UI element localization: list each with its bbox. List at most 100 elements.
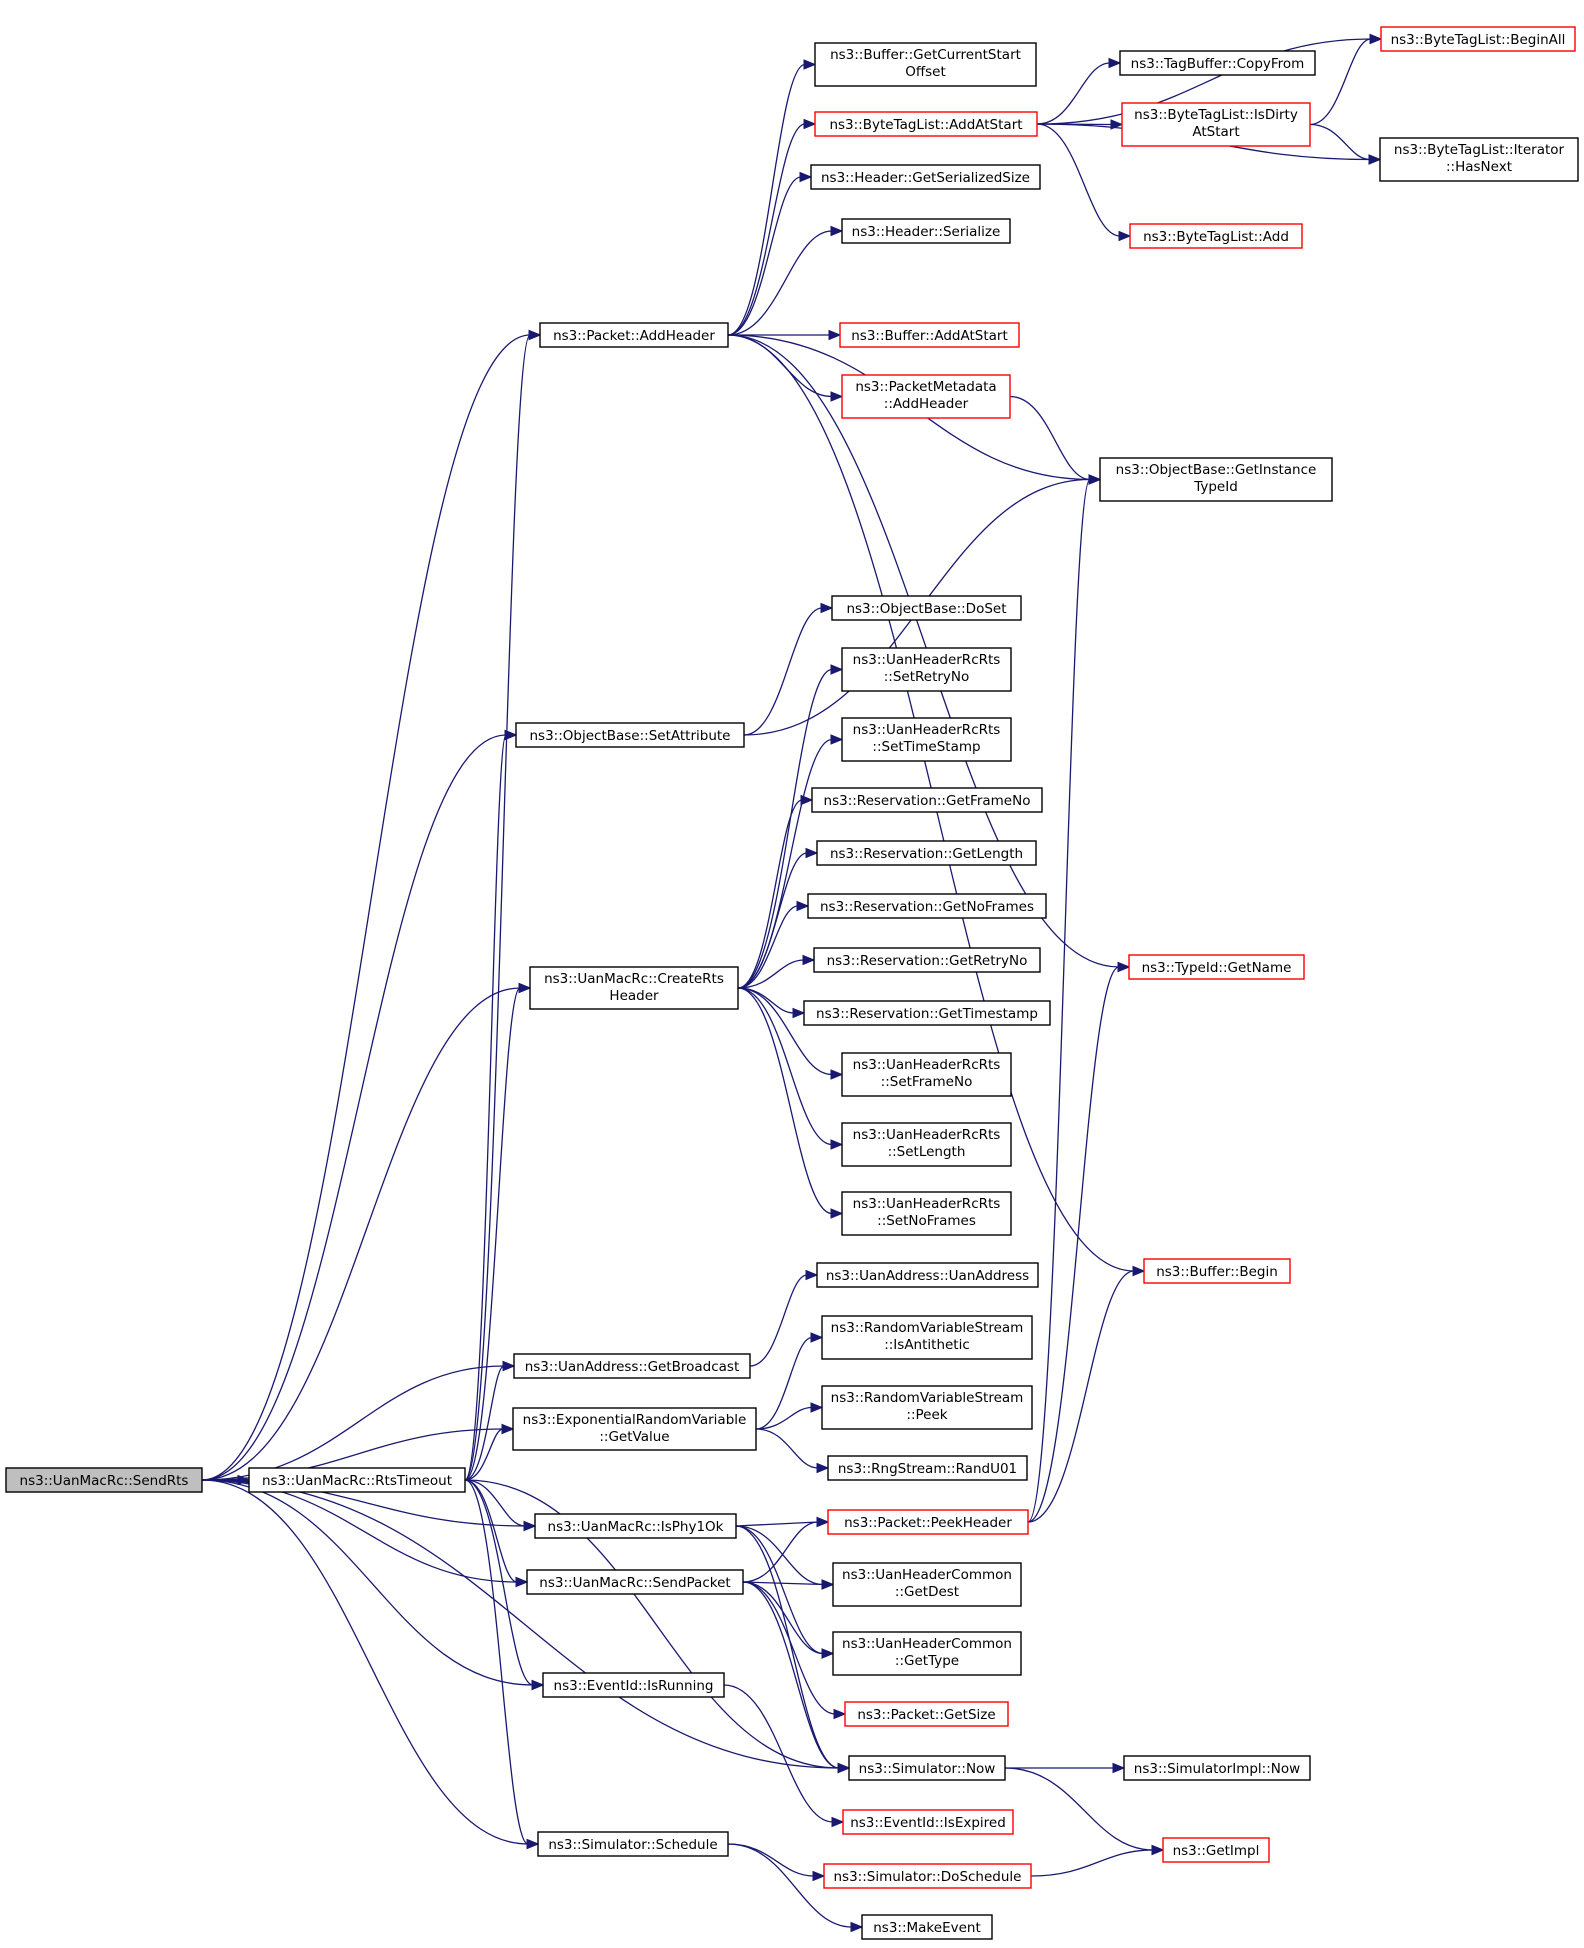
edge-isphy-to-simnow [735,1525,851,1774]
node-layer: ns3::UanMacRc::SendRts ns3::UanMacRc::Rts… [5,26,1579,1940]
node-box [1121,102,1311,147]
edge-addheader-to-hser [727,225,844,336]
node-bufadd[interactable]: ns3::Buffer::AddAtStart [839,322,1020,348]
node-label: ns3::Simulator::Schedule [548,1837,717,1853]
node-dosetx[interactable]: ns3::ObjectBase::DoSet [831,595,1022,621]
edge-sendpkt-to-gettype [742,1581,835,1659]
node-isphy[interactable]: ns3::UanMacRc::IsPhy1Ok [534,1513,737,1539]
node-simnow[interactable]: ns3::Simulator::Now [848,1755,1006,1781]
edge-rtstimeout-to-isphy [464,1479,537,1532]
node-label: ::SetRetryNo [884,669,970,685]
node-label: ns3::Buffer::AddAtStart [851,328,1008,344]
node-label: ns3::UanMacRc::SendRts [20,1473,189,1489]
edge-rtstimeout-to-creatrts [464,982,532,1481]
node-getlen[interactable]: ns3::Reservation::GetLength [816,840,1037,866]
node-label: ns3::UanHeaderRcRts [853,722,1001,738]
node-box [529,966,739,1010]
node-mkevent[interactable]: ns3::MakeEvent [861,1914,993,1940]
node-hser[interactable]: ns3::Header::Serialize [841,218,1011,244]
node-hgss[interactable]: ns3::Header::GetSerializedSize [810,164,1041,190]
node-label: ::SetTimeStamp [872,739,980,755]
node-getdest[interactable]: ns3::UanHeaderCommon::GetDest [832,1562,1022,1607]
node-gettsr[interactable]: ns3::Reservation::GetTimestamp [803,1000,1051,1026]
node-rtstimeout[interactable]: ns3::UanMacRc::RtsTimeout [248,1467,466,1493]
node-label: ::SetFrameNo [881,1074,973,1090]
edge-btladdat-to-tbcopy [1036,57,1122,125]
edge-pmadd-to-gitid [1009,395,1102,485]
node-getfn[interactable]: ns3::Reservation::GetFrameNo [811,787,1043,813]
edge-creatrts-to-getlen [737,847,819,989]
node-label: ns3::ByteTagList::IsDirty [1134,107,1298,123]
node-box [832,1562,1022,1607]
node-box [810,164,1041,190]
node-getsize[interactable]: ns3::Packet::GetSize [844,1701,1009,1727]
node-label: ::AddHeader [884,396,969,412]
node-sendrts[interactable]: ns3::UanMacRc::SendRts [5,1467,203,1493]
node-setfn[interactable]: ns3::UanHeaderRcRts::SetFrameNo [841,1052,1012,1097]
node-label: ns3::UanMacRc::RtsTimeout [262,1473,452,1489]
node-bufbegin[interactable]: ns3::Buffer::Begin [1143,1258,1291,1284]
node-setts[interactable]: ns3::UanHeaderRcRts::SetTimeStamp [841,717,1012,762]
node-setnf[interactable]: ns3::UanHeaderRcRts::SetNoFrames [841,1191,1012,1236]
node-label: ns3::ByteTagList::Iterator [1394,142,1565,158]
node-gettype[interactable]: ns3::UanHeaderCommon::GetType [832,1631,1022,1676]
node-schedule[interactable]: ns3::Simulator::Schedule [537,1831,729,1857]
node-btladd[interactable]: ns3::ByteTagList::Add [1129,223,1303,249]
node-peekhdr[interactable]: ns3::Packet::PeekHeader [827,1509,1029,1535]
node-uanaddr[interactable]: ns3::UanAddress::UanAddress [816,1262,1039,1288]
node-label: ns3::Header::GetSerializedSize [821,170,1030,186]
node-box [848,1755,1006,1781]
node-label: ns3::UanMacRc::SendPacket [539,1575,730,1591]
edge-sendpkt-to-getsize [742,1581,847,1720]
node-btladdat[interactable]: ns3::ByteTagList::AddAtStart [814,111,1038,137]
node-label: ns3::ObjectBase::DoSet [846,601,1006,617]
edge-sendrts-to-creatrts [201,982,532,1481]
node-pmadd[interactable]: ns3::PacketMetadata::AddHeader [841,374,1011,419]
node-label: ns3::Simulator::Now [859,1761,996,1777]
node-peek[interactable]: ns3::RandomVariableStream::Peek [821,1385,1033,1430]
edge-btldirty-to-btlbegin [1309,33,1383,126]
node-btlhasnext[interactable]: ns3::ByteTagList::Iterator::HasNext [1379,137,1579,182]
node-label: ns3::ObjectBase::GetInstance [1116,462,1317,478]
node-isrun[interactable]: ns3::EventId::IsRunning [542,1672,725,1698]
node-setretry[interactable]: ns3::UanHeaderRcRts::SetRetryNo [841,647,1012,692]
edge-getbcast-to-uanaddr [749,1269,819,1367]
node-setattr[interactable]: ns3::ObjectBase::SetAttribute [515,722,745,748]
node-getnf[interactable]: ns3::Reservation::GetNoFrames [807,893,1047,919]
node-isanti[interactable]: ns3::RandomVariableStream::IsAntithetic [821,1315,1033,1360]
node-setlen[interactable]: ns3::UanHeaderRcRts::SetLength [841,1122,1012,1167]
node-tbcopy[interactable]: ns3::TagBuffer::CopyFrom [1119,50,1316,76]
node-label: ::HasNext [1446,159,1512,175]
node-box [5,1467,203,1493]
node-randu[interactable]: ns3::RngStream::RandU01 [827,1455,1028,1481]
node-getbcast[interactable]: ns3::UanAddress::GetBroadcast [513,1353,751,1379]
edge-rtstimeout-to-setattr [464,729,518,1481]
node-label: ns3::UanHeaderRcRts [853,1127,1001,1143]
node-getimpl[interactable]: ns3::GetImpl [1162,1837,1270,1863]
node-btlbegin[interactable]: ns3::ByteTagList::BeginAll [1380,26,1576,52]
node-label: ::GetDest [895,1584,959,1600]
node-box [1099,457,1333,502]
node-sendpkt[interactable]: ns3::UanMacRc::SendPacket [526,1569,744,1595]
node-expgv[interactable]: ns3::ExponentialRandomVariable::GetValue [512,1407,757,1451]
node-isexp[interactable]: ns3::EventId::IsExpired [842,1809,1014,1835]
edge-addheader-to-hgss [727,171,813,336]
node-label: ns3::Packet::GetSize [857,1707,995,1723]
node-getname[interactable]: ns3::TypeId::GetName [1128,954,1305,980]
node-getrn[interactable]: ns3::Reservation::GetRetryNo [813,947,1041,973]
edge-isphy-to-getdest [735,1525,835,1590]
node-box [526,1569,744,1595]
node-label: ns3::UanMacRc::CreateRts [544,971,724,987]
node-box [515,722,745,748]
node-dosched[interactable]: ns3::Simulator::DoSchedule [823,1863,1032,1889]
node-addheader[interactable]: ns3::Packet::AddHeader [539,322,729,348]
node-label: ::Peek [906,1407,947,1423]
edge-setattr-to-dosetx [743,602,834,736]
node-simimplnow[interactable]: ns3::SimulatorImpl::Now [1123,1755,1311,1781]
node-box [841,647,1012,692]
